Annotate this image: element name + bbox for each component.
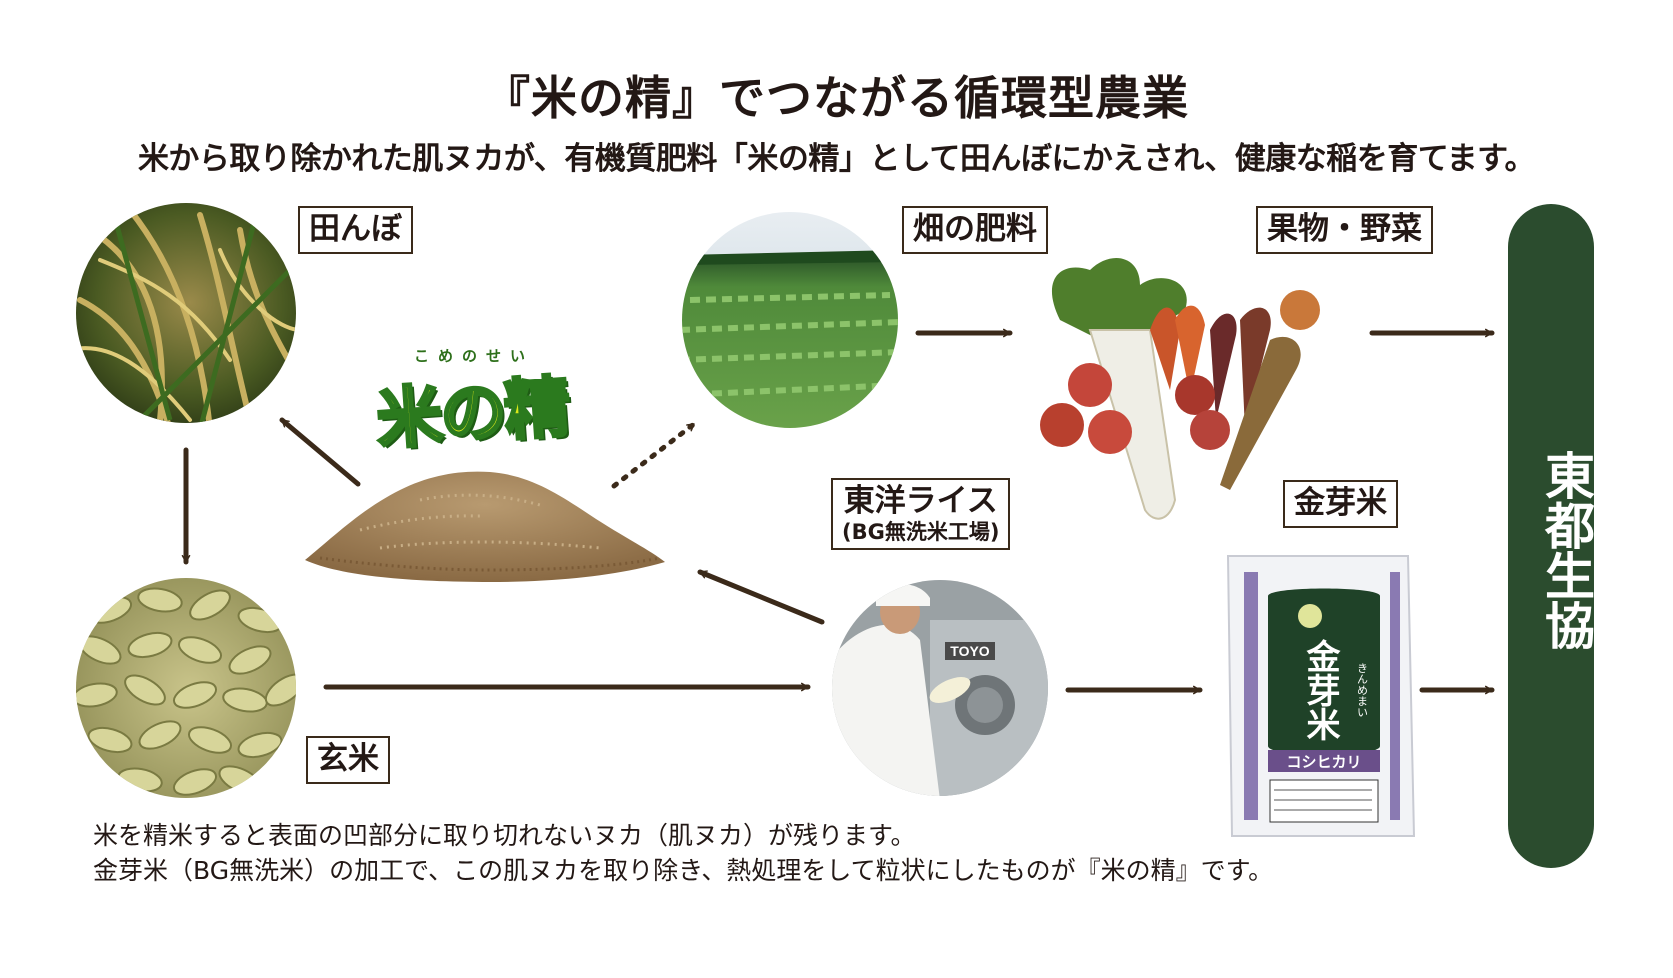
label-produce: 果物・野菜 xyxy=(1256,206,1433,254)
footnote: 米を精米すると表面の凹部分に取り切れないヌカ（肌ヌカ）が残ります。 金芽米（BG… xyxy=(93,818,1273,888)
fertilizer-pile-illustration xyxy=(305,471,665,582)
diagram-title: 『米の精』でつながる循環型農業 xyxy=(484,71,1189,125)
arrow-fertilizer-to-ricefield xyxy=(279,417,361,487)
rice-bag-ruby: きんめまい xyxy=(1356,662,1369,717)
label-mill: 東洋ライス (BG無洗米工場) xyxy=(831,478,1011,550)
brand-ruby: こめのせい xyxy=(414,347,535,365)
label-mill-name: 東洋ライス xyxy=(843,483,998,519)
label-mill-sub: (BG無洗米工場) xyxy=(842,519,1000,544)
label-rice-field: 田んぼ xyxy=(298,206,413,254)
toyo-machine-label: TOYO xyxy=(950,643,990,659)
rice-bag-variety: コシヒカリ xyxy=(1286,753,1361,771)
rice-bag-photo: 金芽米 きんめまい コシヒカリ xyxy=(1226,555,1416,837)
footnote-line-2: 金芽米（BG無洗米）の加工で、この肌ヌカを取り除き、熱処理をして粒状にしたものが… xyxy=(93,856,1274,885)
label-brown-rice: 玄米 xyxy=(306,736,390,784)
diagram-subtitle: 米から取り除かれた肌ヌカが、有機質肥料「米の精」として田んぼにかえされ、健康な稲… xyxy=(137,141,1536,177)
brand-logo: 米の精 xyxy=(372,367,572,460)
mill-worker-photo: TOYO xyxy=(832,580,1048,796)
rice-bag-title: 金芽米 xyxy=(1300,638,1341,741)
label-field-fertilizer: 畑の肥料 xyxy=(902,206,1048,254)
footnote-line-1: 米を精米すると表面の凹部分に取り切れないヌカ（肌ヌカ）が残ります。 xyxy=(93,821,916,850)
brown-rice-photo xyxy=(76,578,296,798)
cabbage-field-photo xyxy=(682,212,898,428)
coop-label: 東都生協 xyxy=(1537,450,1595,650)
arrow-mill-to-fertilizer xyxy=(697,569,825,625)
arrows xyxy=(181,328,1495,695)
vegetables-photo xyxy=(1040,258,1320,520)
label-kinmemai: 金芽米 xyxy=(1283,480,1398,528)
rice-field-photo xyxy=(76,203,296,423)
coop-panel xyxy=(1508,204,1594,868)
arrow-fertilizer-to-field xyxy=(611,421,697,489)
